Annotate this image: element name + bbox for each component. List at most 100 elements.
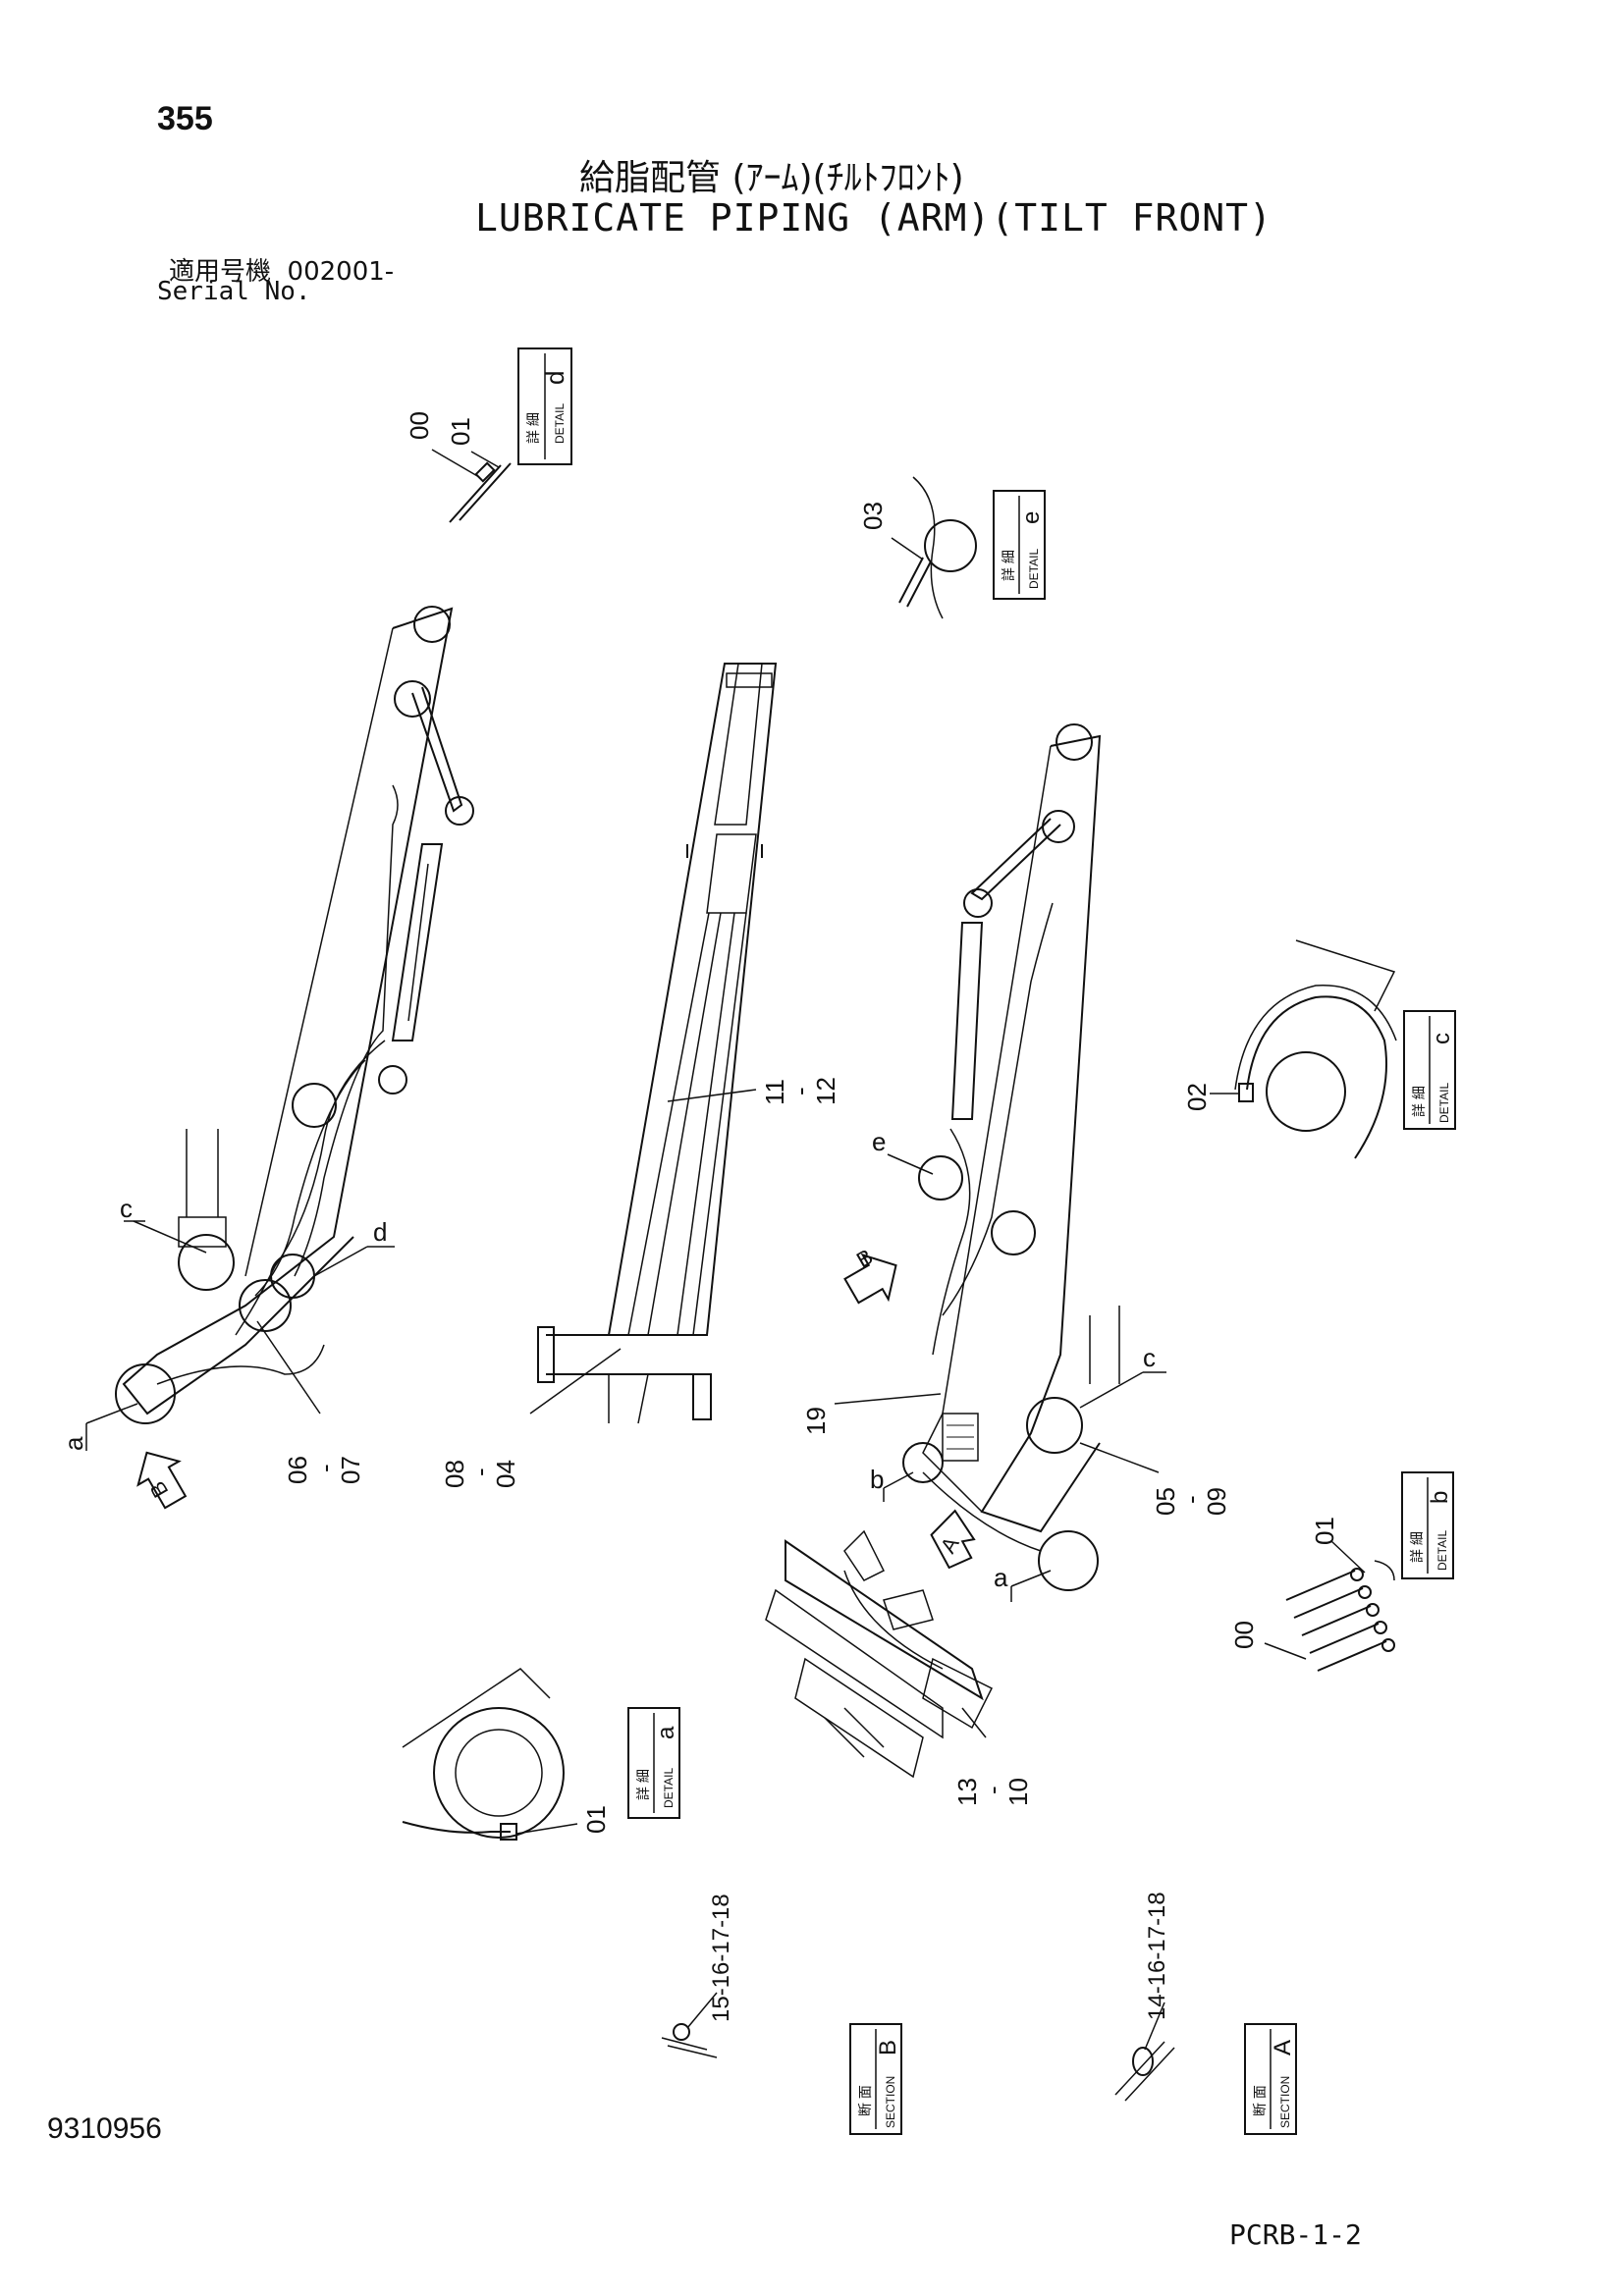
middle-hose-left-2 bbox=[647, 912, 722, 1336]
lower-leader-13-10 bbox=[961, 1707, 987, 1738]
left-leader-06-07 bbox=[256, 1320, 321, 1415]
section-b-group: 断 面 SECTION B 15-16-17-18 bbox=[661, 1894, 902, 2135]
middle-leader-11-12 bbox=[667, 1089, 757, 1102]
section-a-label-jp: 断 面 bbox=[1252, 2085, 1268, 2116]
callout-detail-c-02: 02 bbox=[1182, 1083, 1212, 1111]
callout-right-05-09-a: 05 bbox=[1151, 1487, 1180, 1516]
detail-b-leader-00 bbox=[1264, 1642, 1307, 1660]
serial-label-japanese: 適用号機 bbox=[169, 257, 272, 287]
left-leader-a bbox=[85, 1403, 138, 1424]
left-lower-hose bbox=[156, 1344, 325, 1385]
left-cylinder-pin bbox=[378, 1065, 407, 1095]
detail-d-hose-edge bbox=[449, 464, 502, 523]
section-b-fitting bbox=[673, 2023, 690, 2041]
right-link-pin bbox=[963, 888, 993, 918]
detail-e-hose-edge bbox=[906, 561, 932, 608]
callout-middle-08-04-a: 08 bbox=[440, 1460, 469, 1488]
detail-c-group: 詳 細 DETAIL c 02 bbox=[1182, 939, 1456, 1159]
detail-a-label-en: DETAIL bbox=[662, 1768, 676, 1808]
detail-a-pin-inner bbox=[455, 1729, 543, 1817]
detail-e-arm-edge bbox=[912, 476, 944, 619]
detail-c-hose bbox=[1246, 995, 1387, 1159]
callout-detail-b-00: 00 bbox=[1229, 1621, 1259, 1649]
detail-c-letter: c bbox=[1429, 1033, 1455, 1044]
left-arm-boss bbox=[292, 1083, 337, 1128]
section-b-letter: B bbox=[875, 2040, 901, 2056]
left-leader-d bbox=[313, 1246, 368, 1277]
middle-pin-left-cap bbox=[537, 1326, 555, 1383]
left-boom-stub-end bbox=[178, 1216, 227, 1248]
callout-left-06-07-c: 07 bbox=[336, 1456, 365, 1484]
lower-bracket bbox=[922, 1657, 994, 1730]
detail-c-hose-edge bbox=[1234, 985, 1397, 1091]
middle-cylinder-head bbox=[706, 833, 757, 914]
detail-d-hose bbox=[459, 462, 512, 521]
detail-a-group: 詳 細 DETAIL a 01 bbox=[402, 1668, 680, 1841]
right-grease-block bbox=[942, 1413, 979, 1462]
detail-e-letter: e bbox=[1018, 511, 1045, 524]
section-a-plate bbox=[1114, 2041, 1175, 2102]
callout-left-06-07-b: - bbox=[310, 1464, 340, 1472]
sheet-code: PCRB-1-2 bbox=[1229, 2218, 1362, 2251]
detail-d-label-jp: 詳 細 bbox=[525, 412, 541, 444]
callout-middle-11-12-b: - bbox=[785, 1087, 815, 1095]
callout-right-05-09-c: 09 bbox=[1202, 1487, 1231, 1516]
callout-detail-e-03: 03 bbox=[858, 502, 888, 530]
right-arm-inner-edge bbox=[922, 745, 1052, 1513]
left-view-arrow-b bbox=[136, 1451, 188, 1510]
middle-pin-right-cap bbox=[692, 1373, 712, 1420]
serial-label-english: Serial No. bbox=[157, 277, 311, 306]
left-grease-hose-2 bbox=[235, 1040, 386, 1336]
detail-e-leader-03 bbox=[891, 537, 924, 561]
callout-right-c: c bbox=[1143, 1343, 1156, 1372]
callout-right-a: a bbox=[994, 1563, 1008, 1592]
callout-detail-d-00: 00 bbox=[405, 411, 434, 440]
callout-left-a: a bbox=[59, 1436, 88, 1451]
middle-lower-lines bbox=[608, 1373, 649, 1424]
right-a-pin bbox=[1038, 1530, 1099, 1591]
middle-arm-assembly bbox=[537, 663, 778, 1424]
left-arm-top-pin bbox=[413, 606, 451, 643]
diagram-title-english: LUBRICATE PIPING (ARM)(TILT FRONT) bbox=[475, 196, 1272, 240]
detail-b-letter: b bbox=[1427, 1491, 1453, 1504]
right-cylinder bbox=[950, 922, 984, 1120]
detail-a-arm-edge bbox=[402, 1668, 551, 1748]
right-boom-stub bbox=[1089, 1306, 1120, 1384]
middle-callouts: 11 - 12 08 - 04 bbox=[440, 1077, 840, 1488]
detail-c-label-jp: 詳 細 bbox=[1411, 1086, 1427, 1117]
detail-b-leader-01 bbox=[1330, 1540, 1366, 1574]
section-b-leader bbox=[686, 1992, 718, 2029]
callout-middle-11-12-c: 12 bbox=[811, 1077, 840, 1105]
callout-right-05-09-b: - bbox=[1176, 1495, 1206, 1504]
lower-rail-mid bbox=[765, 1588, 944, 1739]
left-d-pin bbox=[270, 1254, 315, 1299]
callout-section-b-parts: 15-16-17-18 bbox=[708, 1894, 734, 2022]
section-b-label-en: SECTION bbox=[884, 2076, 897, 2128]
detail-b-group: 詳 細 DETAIL b 0 bbox=[1229, 1471, 1454, 1672]
section-b-label-jp: 断 面 bbox=[857, 2085, 873, 2116]
callout-section-a-parts: 14-16-17-18 bbox=[1144, 1892, 1170, 2020]
detail-d-leader-00 bbox=[431, 449, 480, 478]
right-leader-e bbox=[887, 1153, 934, 1175]
right-view-arrow-b bbox=[843, 1253, 897, 1305]
right-lower-hose bbox=[922, 1471, 1042, 1552]
detail-a-pin-outer bbox=[433, 1707, 565, 1839]
section-a-label-en: SECTION bbox=[1278, 2076, 1292, 2128]
left-leader-c bbox=[133, 1220, 207, 1254]
detail-b-label-jp: 詳 細 bbox=[1409, 1531, 1425, 1563]
left-boom-stub bbox=[186, 1129, 219, 1217]
detail-d-leader-01 bbox=[470, 451, 500, 468]
left-c-pin bbox=[178, 1234, 235, 1291]
detail-c-pin bbox=[1266, 1051, 1346, 1132]
detail-a-leader-01 bbox=[515, 1823, 578, 1835]
right-arm-boss bbox=[991, 1210, 1036, 1255]
page-number: 355 bbox=[157, 100, 213, 137]
detail-d-group: 詳 細 DETAIL d 00 01 bbox=[405, 347, 572, 523]
left-a-pin bbox=[115, 1363, 176, 1424]
middle-arm-head bbox=[714, 663, 763, 826]
left-arm-inner-edge bbox=[244, 627, 394, 1277]
middle-hose-left-1 bbox=[627, 912, 710, 1336]
callout-middle-08-04-b: - bbox=[465, 1468, 495, 1476]
